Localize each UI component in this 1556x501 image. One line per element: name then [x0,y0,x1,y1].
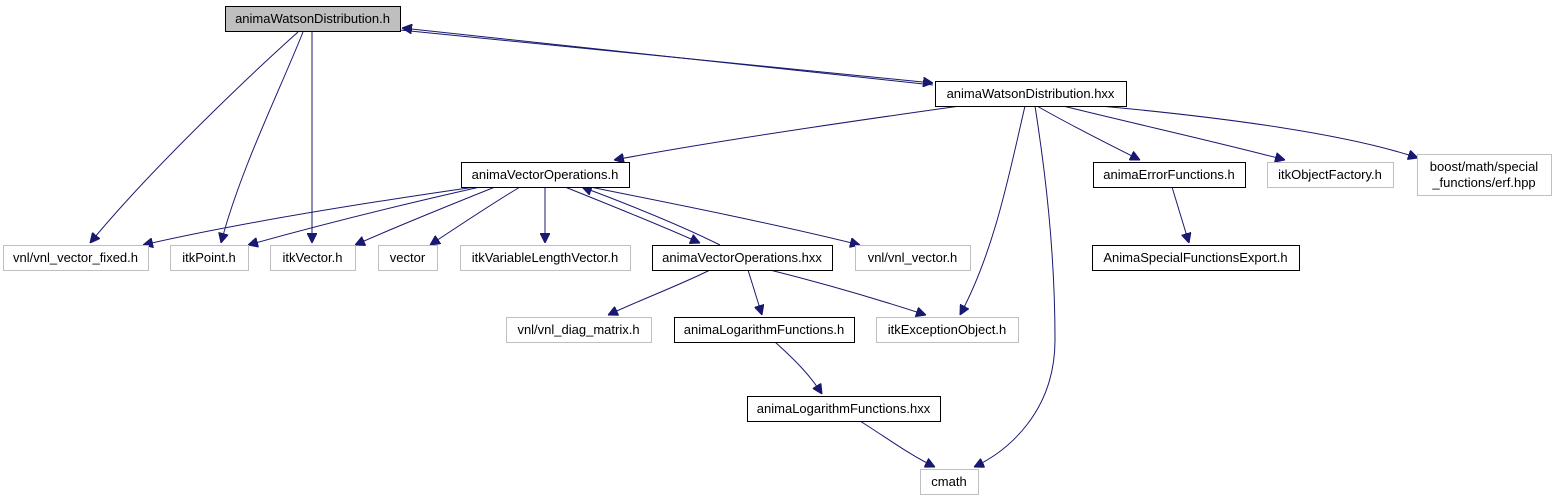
node-label: animaWatsonDistribution.h [235,11,390,26]
node-box [1092,245,1300,271]
node-box [855,245,971,271]
edge-avo_h-to-vec [430,186,521,245]
node-label: animaVectorOperations.h [472,167,619,182]
node-label: vnl/vnl_diag_matrix.h [517,322,639,337]
node-box [1267,162,1394,188]
node-aef-h[interactable]: animaErrorFunctions.h [1093,162,1246,188]
node-avo-hxx[interactable]: animaVectorOperations.hxx [652,245,833,271]
node-label: vnl/vnl_vector.h [868,250,958,265]
node-iv-h: itkVector.h [270,245,356,271]
node-label: animaLogarithmFunctions.h [684,322,844,337]
node-ivlv-h: itkVariableLengthVector.h [460,245,631,271]
node-cmath: cmath [920,469,979,495]
node-vv-h: vnl/vnl_vector.h [855,245,971,271]
node-box [674,317,855,343]
node-label: animaLogarithmFunctions.hxx [757,401,931,416]
node-label: animaVectorOperations.hxx [662,250,822,265]
node-label: animaErrorFunctions.h [1103,167,1235,182]
node-box [3,245,149,271]
edge-aef_h-to-asfe_h [1171,186,1189,243]
node-box [652,245,833,271]
node-box [461,162,630,188]
edge-alf_hxx-to-cmath [859,420,935,467]
node-awd-h[interactable]: animaWatsonDistribution.h [225,6,401,32]
node-label: itkExceptionObject.h [888,322,1007,337]
edge-awd_hxx-to-erf_hpp [1099,105,1418,158]
node-label: AnimaSpecialFunctionsExport.h [1103,250,1287,265]
node-alf-h[interactable]: animaLogarithmFunctions.h [674,317,855,343]
node-awd-hxx[interactable]: animaWatsonDistribution.hxx [935,81,1127,107]
node-box [920,469,979,495]
node-label: itkVector.h [283,250,343,265]
node-ip-h: itkPoint.h [170,245,249,271]
node-box [876,317,1019,343]
node-label: itkPoint.h [182,250,235,265]
edge-avo_h-to-vvf_h [143,186,476,245]
edge-awd_hxx-to-iof_h [1062,105,1285,160]
node-alf-hxx[interactable]: animaLogarithmFunctions.hxx [747,396,941,422]
node-vdm-h: vnl/vnl_diag_matrix.h [506,317,652,343]
edge-avo_hxx-to-alf_h [747,269,762,315]
nodes: animaWatsonDistribution.h animaWatsonDist… [3,6,1552,495]
node-box [935,81,1127,107]
node-box [170,245,249,271]
edges [90,28,1418,467]
node-erf-hpp: boost/math/special_functions/erf.hpp [1417,154,1552,196]
edge-awd_hxx-to-cmath [974,105,1056,467]
edge-avo_h-to-ip_h [248,186,481,245]
node-label: cmath [931,474,966,489]
node-iof-h: itkObjectFactory.h [1267,162,1394,188]
node-label: itkVariableLengthVector.h [472,250,618,265]
node-box [506,317,652,343]
edge-avo_hxx-to-avo_h [582,187,721,246]
node-label: itkObjectFactory.h [1278,167,1382,182]
edge-awd_h-to-ip_h [221,31,304,243]
edge-alf_h-to-alf_hxx [774,341,822,394]
node-vvf-h: vnl/vnl_vector_fixed.h [3,245,149,271]
node-avo-h[interactable]: animaVectorOperations.h [461,162,630,188]
edge-avo_h-to-vv_h [589,186,860,245]
node-box [270,245,356,271]
edge-awd_hxx-to-ieo_h [960,105,1026,315]
node-box [747,396,941,422]
edge-awd_hxx-to-avo_h [614,105,961,160]
node-vec: vector [378,245,438,271]
node-box [1093,162,1246,188]
node-box [225,6,401,32]
node-label: boost/math/special [1430,159,1539,174]
node-label: _functions/erf.hpp [1431,175,1535,190]
edge-avo_h-to-avo_hxx [564,186,700,243]
edge-awd_hxx-to-aef_h [1036,105,1140,160]
edge-avo_hxx-to-ieo_h [769,269,926,315]
node-label: vector [390,250,426,265]
node-label: animaWatsonDistribution.hxx [947,86,1115,101]
node-label: vnl/vnl_vector_fixed.h [13,250,138,265]
node-box [460,245,631,271]
node-ieo-h: itkExceptionObject.h [876,317,1019,343]
edge-awd_h-to-vvf_h [90,31,299,243]
node-asfe-h[interactable]: AnimaSpecialFunctionsExport.h [1092,245,1300,271]
node-box [378,245,438,271]
edge-awd_hxx-to-awd_h [402,28,934,86]
edge-avo_hxx-to-vdm_h [608,269,711,315]
node-box [1417,154,1552,196]
edge-avo_h-to-iv_h [355,186,496,245]
